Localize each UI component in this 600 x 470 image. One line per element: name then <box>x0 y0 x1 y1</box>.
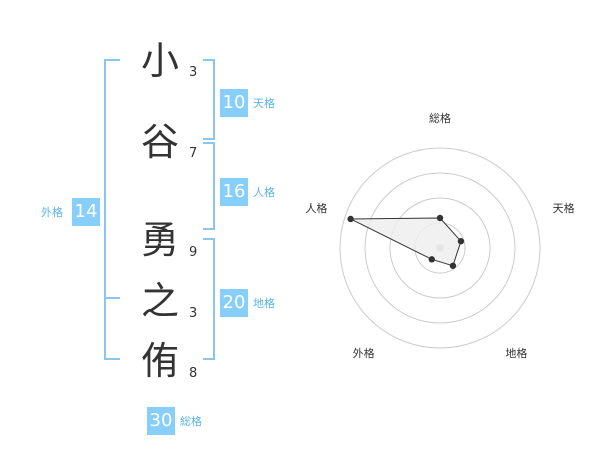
chikaku-bracket <box>203 238 215 360</box>
tenkaku-label: 天格 <box>253 97 275 110</box>
radar-axis-label-2: 天格 <box>553 201 575 215</box>
stroke-count-2: 7 <box>189 146 198 161</box>
radar-point-5 <box>347 215 354 223</box>
name-char-1: 小 <box>140 39 179 83</box>
gaikaku-label: 外格 <box>41 206 63 219</box>
radar-axis-label-1: 総格 <box>429 111 451 125</box>
radar-ring-4 <box>339 147 541 349</box>
jinkaku-label: 人格 <box>253 186 275 199</box>
stroke-count-3: 9 <box>189 245 198 260</box>
soukaku-value: 30 <box>147 407 175 435</box>
gaikaku-bracket-divider <box>104 297 120 299</box>
radar-axis-label-4: 外格 <box>353 346 375 360</box>
jinkaku-bracket <box>203 142 215 230</box>
radar-point-3 <box>449 262 457 269</box>
soukaku-label: 総格 <box>180 415 202 428</box>
stroke-count-5: 8 <box>189 366 198 381</box>
radar-axis-label-3: 地格 <box>505 346 527 360</box>
name-char-4: 之 <box>140 279 179 323</box>
chikaku-value: 20 <box>220 289 248 317</box>
radar-point-2 <box>457 238 465 245</box>
radar-point-4 <box>428 256 435 263</box>
chikaku-label: 地格 <box>253 297 275 310</box>
name-char-3: 勇 <box>140 218 179 262</box>
tenkaku-value: 10 <box>220 89 248 117</box>
jinkaku-value: 16 <box>220 178 248 206</box>
radar-ring-3 <box>364 172 516 324</box>
gaikaku-value: 14 <box>72 198 100 226</box>
stroke-count-4: 3 <box>189 306 198 321</box>
radar-point-1 <box>436 214 444 222</box>
name-char-2: 谷 <box>140 120 179 164</box>
radar-axis-label-5: 人格 <box>305 201 327 215</box>
gaikaku-bracket <box>104 59 120 360</box>
radar-ring-2 <box>389 197 491 299</box>
radar-polygon <box>350 217 462 267</box>
name-char-5: 侑 <box>140 339 179 383</box>
stroke-count-1: 3 <box>189 65 198 80</box>
tenkaku-bracket <box>203 59 215 140</box>
